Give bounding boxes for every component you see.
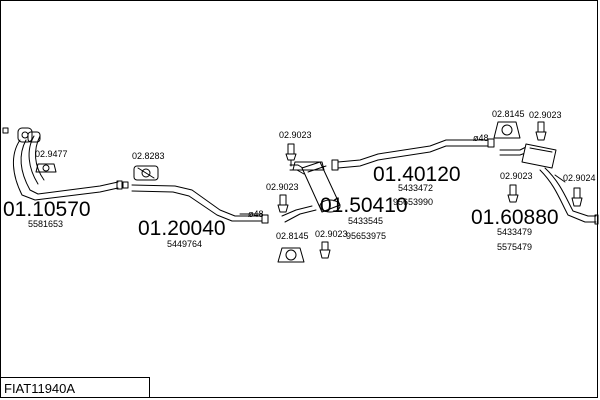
oem-number: 5433472 <box>398 183 434 193</box>
front-silencer <box>281 161 341 223</box>
part-number: 01.60880 <box>471 206 559 229</box>
accessory-number: 02.9477 <box>35 149 68 159</box>
oem-number: 5575479 <box>497 242 533 252</box>
clamp-icon <box>292 161 325 171</box>
intermediate-pipe <box>131 184 269 224</box>
diameter-label: ø48 <box>248 209 264 219</box>
bolt-icon <box>507 184 519 203</box>
clamp-icon <box>133 165 159 181</box>
oem-number: 5449764 <box>167 239 203 249</box>
rubber-mount-icon <box>493 121 521 139</box>
accessory-number: 02.9023 <box>500 171 533 181</box>
pipe-end-marker <box>2 127 9 134</box>
accessory-number: 02.9023 <box>315 229 348 239</box>
diameter-label: ø48 <box>473 133 489 143</box>
clamp-icon <box>35 163 57 173</box>
bolt-icon <box>285 143 297 167</box>
oem-number: 5433545 <box>348 216 384 226</box>
accessory-number: 02.8283 <box>132 151 165 161</box>
accessory-number: 02.9023 <box>279 130 312 140</box>
bolt-icon <box>571 187 583 207</box>
bolt-icon <box>535 121 547 141</box>
accessory-number: 02.8145 <box>276 231 309 241</box>
accessory-number: 02.8145 <box>492 109 525 119</box>
bolt-icon <box>277 194 289 213</box>
diagram-code: FIAT11940A <box>0 377 150 398</box>
front-pipe <box>13 127 129 201</box>
oem-number: 95653990 <box>393 197 434 207</box>
accessory-number: 02.9024 <box>563 173 596 183</box>
rear-silencer <box>499 143 599 225</box>
centre-pipe <box>331 138 495 171</box>
part-number: 01.20040 <box>138 217 226 240</box>
oem-number: 5433479 <box>497 227 533 237</box>
part-number: 01.40120 <box>373 163 461 186</box>
bolt-icon <box>319 241 331 259</box>
part-number: 01.50410 <box>320 194 408 217</box>
oem-number: 5581653 <box>28 219 64 229</box>
accessory-number: 02.9023 <box>529 110 562 120</box>
oem-number: 95653975 <box>346 231 387 241</box>
part-number: 01.10570 <box>3 198 91 221</box>
rubber-mount-icon <box>277 247 305 263</box>
accessory-number: 02.9023 <box>266 182 299 192</box>
